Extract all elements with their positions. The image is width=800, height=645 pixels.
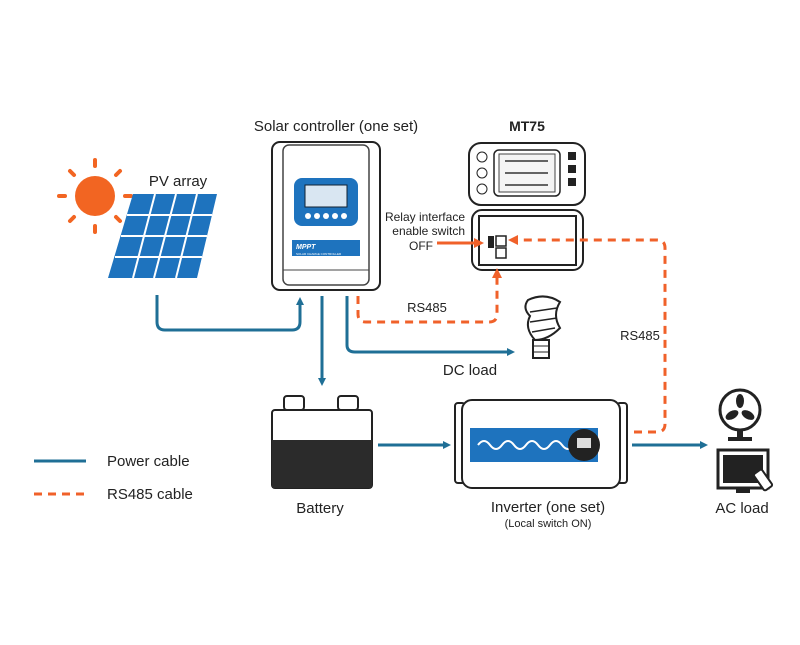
- inverter-sublabel: (Local switch ON): [505, 518, 592, 530]
- remote-control-icon: [752, 468, 774, 492]
- solar-controller-label: Solar controller (one set): [254, 118, 418, 135]
- solar-panel-icon: [108, 193, 217, 279]
- fan-icon: [718, 388, 762, 441]
- dc-load-label: DC load: [443, 362, 497, 379]
- mt75-remote-meter: [468, 142, 586, 206]
- rs485-cables: [356, 235, 667, 434]
- power-cables: [155, 295, 708, 449]
- relay-label-1: Relay interface: [385, 210, 465, 224]
- battery-label: Battery: [296, 500, 344, 517]
- controller-to-dc-load-cable: [345, 296, 515, 356]
- relay-switch: [488, 236, 494, 248]
- controller-brand: MPPT: [296, 244, 316, 251]
- pv-array-label: PV array: [149, 173, 208, 190]
- inverter-label: Inverter (one set): [491, 499, 605, 516]
- sun-icon: [57, 158, 133, 234]
- legend-rs485-label: RS485 cable: [107, 486, 193, 503]
- controller-to-mt75-rs485: [356, 268, 502, 324]
- relay-label-2: enable switch: [392, 224, 465, 238]
- rs485-label-right: RS485: [620, 328, 660, 343]
- legend: Power cable RS485 cable: [34, 453, 193, 503]
- tv-icon: [716, 448, 774, 493]
- mt75-label: MT75: [509, 118, 545, 134]
- solar-controller-device: MPPT SOLAR CHARGE CONTROLLER: [271, 141, 381, 291]
- inverter-device: [454, 399, 628, 489]
- rs485-label-left: RS485: [407, 300, 447, 315]
- pv-to-controller-cable: [155, 295, 304, 332]
- relay-label-3: OFF: [409, 239, 433, 253]
- legend-power-label: Power cable: [107, 453, 190, 470]
- battery-icon: [271, 395, 373, 489]
- light-bulb-icon: [524, 295, 562, 359]
- controller-sub: SOLAR CHARGE CONTROLLER: [296, 252, 342, 256]
- ac-load-label: AC load: [715, 500, 768, 517]
